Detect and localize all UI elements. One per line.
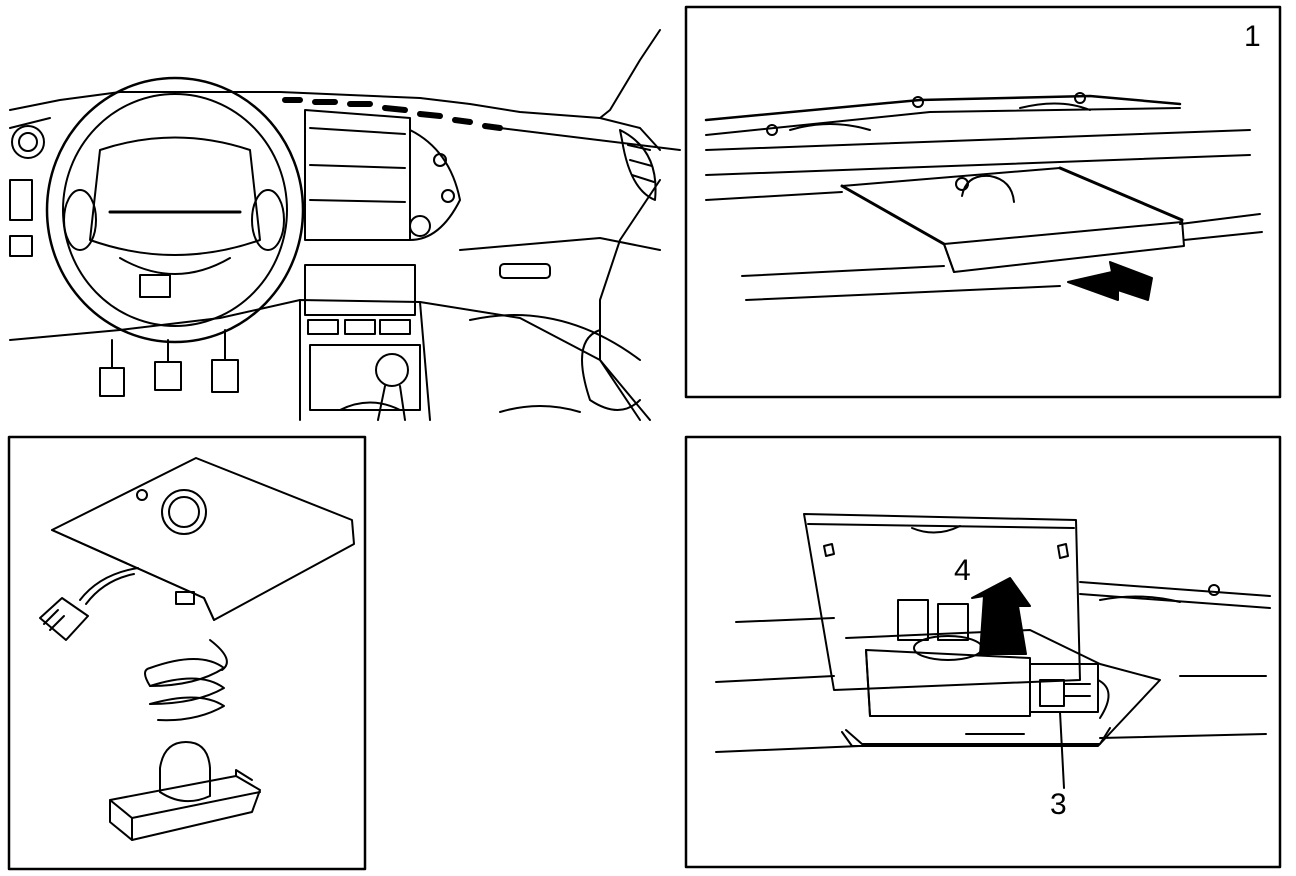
panel-2-illustration <box>39 457 355 841</box>
panel-3-illustration <box>715 513 1271 789</box>
callout-3-label: 3 <box>1050 788 1067 821</box>
dashboard-overview-illustration <box>9 29 681 421</box>
panel-1-number-label: 1 <box>1244 20 1261 53</box>
panel-1-illustration <box>704 92 1263 301</box>
panel-3-frame <box>684 435 1282 869</box>
panel-2-frame <box>7 435 367 871</box>
callout-4-label: 4 <box>954 554 971 587</box>
panel-1-frame <box>684 5 1282 399</box>
